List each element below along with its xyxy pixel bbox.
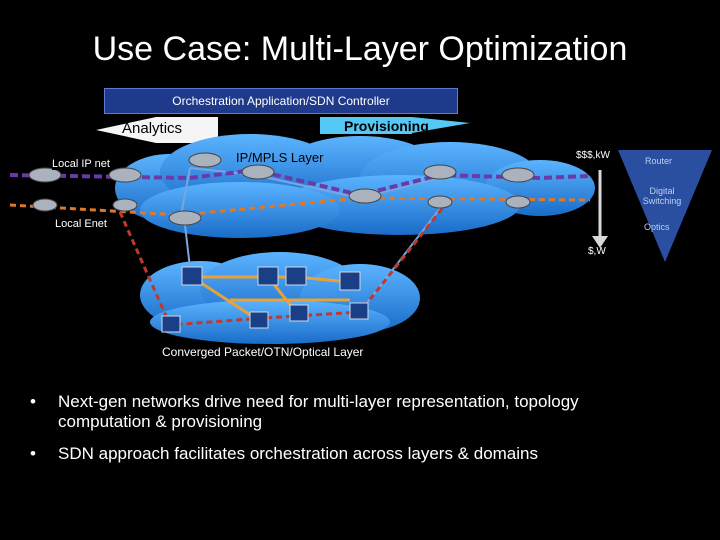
bullet-item: • SDN approach facilitates orchestration… xyxy=(30,444,538,463)
triangle-digital-label: Digital Switching xyxy=(642,186,682,206)
optical-switch-icons xyxy=(161,266,369,333)
provisioning-arrow xyxy=(320,117,470,134)
router-icons xyxy=(28,152,535,226)
slide-title: Use Case: Multi-Layer Optimization xyxy=(92,30,628,68)
layer-triangle xyxy=(618,150,712,262)
ip-layer-label: IP/MPLS Layer xyxy=(236,150,324,165)
bullet-text: Next-gen networks drive need for multi-l… xyxy=(58,392,579,431)
triangle-router-label: Router xyxy=(645,156,673,166)
triangle-optics-label: Optics xyxy=(644,222,670,232)
cost-low-label: $,W xyxy=(588,246,606,257)
local-enet-label: Local Enet xyxy=(55,218,107,230)
provisioning-label: Provisioning xyxy=(344,118,429,134)
cost-high-label: $$$,kW xyxy=(576,150,610,161)
optical-layer-label: Converged Packet/OTN/Optical Layer xyxy=(162,345,364,359)
analytics-label: Analytics xyxy=(122,120,183,137)
bullet-text: SDN approach facilitates orchestration a… xyxy=(58,444,538,463)
network-diagram xyxy=(9,117,712,344)
orange-path xyxy=(9,196,591,217)
optical-cloud xyxy=(140,252,420,344)
bullet-list: • Next-gen networks drive need for multi… xyxy=(30,392,670,476)
orchestration-bar: Orchestration Application/SDN Controller xyxy=(104,88,458,114)
local-ip-label: Local IP net xyxy=(52,158,110,170)
analytics-arrow xyxy=(96,117,218,143)
red-path xyxy=(118,204,447,327)
bullet-item: • Next-gen networks drive need for multi… xyxy=(30,392,670,432)
